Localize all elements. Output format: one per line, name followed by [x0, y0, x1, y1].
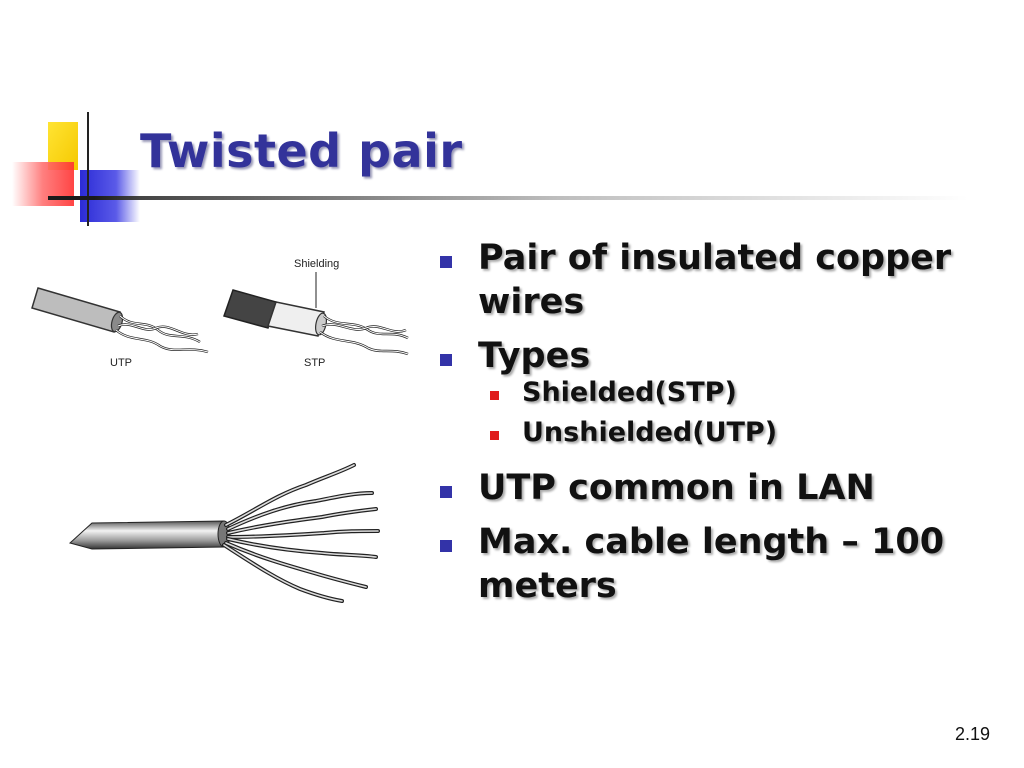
bullet-square-icon: [440, 486, 452, 498]
utp-label: UTP: [110, 357, 132, 369]
utp-stp-illustration: UTP Shielding STP: [31, 258, 409, 369]
sub-bullet-text: Unshielded(UTP): [522, 417, 778, 448]
sub-bullet-square-icon: [490, 431, 499, 440]
bullet-item: Types: [438, 334, 978, 378]
bullet-text: UTP common in LAN: [478, 468, 875, 508]
sub-bullet-text: Shielded(STP): [522, 377, 737, 408]
bullet-square-icon: [440, 540, 452, 552]
bullet-item: Pair of insulated copper wires: [438, 236, 978, 324]
slide-title: Twisted pair: [140, 124, 463, 178]
bullet-text: Pair of insulated copper wires: [478, 238, 952, 322]
shielding-label: Shielding: [294, 258, 339, 270]
bullet-text: Types: [478, 336, 591, 376]
sub-bullet-item: Unshielded(UTP): [438, 416, 978, 450]
stp-label: STP: [304, 357, 325, 369]
bullet-list: Pair of insulated copper wires Types Shi…: [438, 236, 978, 618]
sub-bullet-square-icon: [490, 391, 499, 400]
bullet-square-icon: [440, 256, 452, 268]
utp-cable: [31, 287, 209, 354]
stp-cable: [223, 272, 409, 356]
bullet-item: Max. cable length – 100 meters: [438, 520, 978, 608]
cable-wires: [222, 463, 380, 603]
slide-number: 2.19: [954, 724, 990, 744]
bullet-text: Max. cable length – 100 meters: [478, 522, 945, 606]
cable-jacket: [68, 520, 225, 550]
multipair-cable-illustration: [68, 463, 380, 603]
bullet-item: UTP common in LAN: [438, 466, 978, 510]
bullet-square-icon: [440, 354, 452, 366]
title-rule: [48, 196, 968, 200]
title-decoration: [12, 112, 140, 226]
sub-bullet-item: Shielded(STP): [438, 376, 978, 410]
